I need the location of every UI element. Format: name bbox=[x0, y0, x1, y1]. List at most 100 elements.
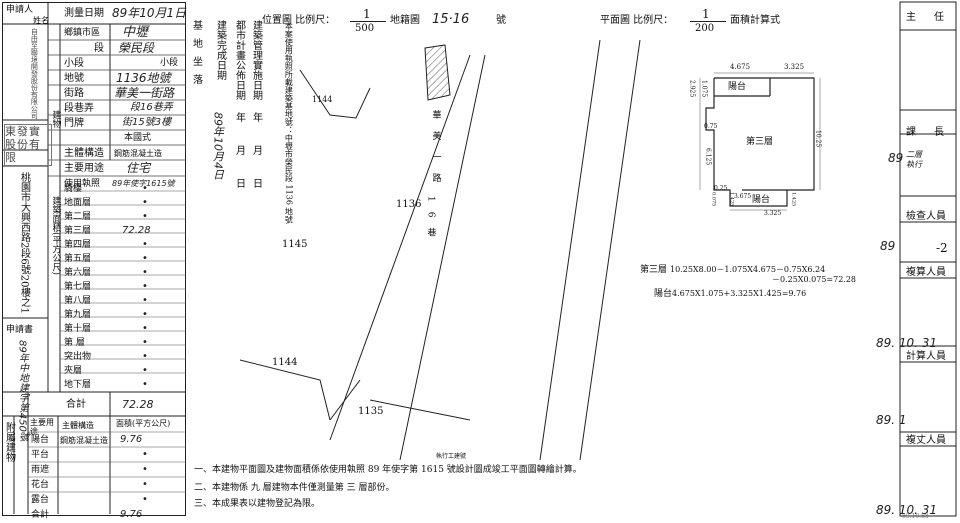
permit-date-label: 建築管理實施日期 bbox=[250, 20, 262, 100]
floor-name: 第四層 bbox=[64, 240, 92, 250]
floor-plan-label: 平面圖 比例尺： bbox=[600, 15, 674, 26]
floor-area-value: • bbox=[142, 253, 148, 264]
formula-floor: 10.25X8.00－1.075X4.675－0.75X6.24 bbox=[670, 265, 826, 274]
lot-description: 本案使用執照所載建築基地號：中壢市榮民段 1136 地號 bbox=[284, 22, 294, 224]
attached-header-area: 面積(平方公尺) bbox=[116, 419, 171, 428]
road-boundary-left bbox=[299, 69, 371, 119]
left-table-grid bbox=[2, 2, 186, 514]
balcony-top-label: 陽台 bbox=[728, 82, 747, 92]
area-calc-label: 面積計算式 bbox=[730, 15, 780, 26]
number-value: 街15號3樓 bbox=[122, 117, 172, 128]
room-third-floor: 第三層 bbox=[746, 137, 774, 147]
attached-row-value: • bbox=[142, 494, 148, 505]
floor-name: 第三層 bbox=[64, 226, 92, 236]
floor-area-value: • bbox=[142, 183, 148, 194]
floor-name: 地面層 bbox=[64, 198, 92, 208]
base-location-label: 基地坐落 bbox=[190, 20, 202, 92]
floor-name: 夾層 bbox=[64, 366, 83, 376]
lot-boundary-1135 bbox=[329, 379, 361, 421]
attached-row-value: • bbox=[142, 479, 148, 490]
total-value: 72.28 bbox=[122, 398, 154, 411]
owner-name: 自由至聯境開發股份有限公司 bbox=[30, 28, 39, 119]
floor-area-value: • bbox=[142, 239, 148, 250]
formula-floor-label: 第三層 bbox=[640, 265, 668, 275]
office-label: 鄉鎮市區 bbox=[64, 28, 101, 38]
floor-name: 第七層 bbox=[64, 282, 92, 292]
floor-name: 第八層 bbox=[64, 296, 92, 306]
lot-1135: 1135 bbox=[358, 406, 384, 417]
floor-name: 突出物 bbox=[64, 352, 92, 362]
dim-075: 0.75 bbox=[704, 123, 718, 130]
building-type: 本國式 bbox=[124, 133, 152, 143]
subsection-label: 小段 bbox=[64, 58, 84, 69]
dim-3325-top: 3.325 bbox=[784, 63, 805, 71]
floor-area-value: • bbox=[142, 211, 148, 222]
floor-area-value: • bbox=[142, 281, 148, 292]
floor-area-value: • bbox=[142, 379, 148, 390]
lot-1144-top: 1144 bbox=[312, 95, 333, 104]
lot-value: 1136地號 bbox=[116, 71, 171, 85]
street-name: 華美一路 bbox=[430, 110, 441, 194]
dim-0075: 0.075 bbox=[710, 192, 717, 207]
attached-row-structure: 鋼筋混凝土造 bbox=[60, 436, 108, 445]
floor-scale-den: 200 bbox=[695, 23, 715, 34]
floor-name: 第 層 bbox=[64, 338, 85, 348]
use-label: 主要用途 bbox=[64, 163, 104, 174]
section-chief-label: 課長 bbox=[906, 127, 960, 138]
street-value: 華美一街路 bbox=[114, 86, 175, 100]
application-label: 申請書 bbox=[6, 325, 34, 335]
location-map-label: 位置圖 比例尺： bbox=[262, 15, 336, 26]
survey-date-value: 89年10月1日 bbox=[112, 6, 187, 20]
floor-scale-bar bbox=[690, 21, 726, 22]
dim-2925: 2.925 bbox=[688, 80, 696, 98]
dim-6125: 6.125 bbox=[704, 148, 712, 166]
attached-building-label: 附屬建物 bbox=[3, 422, 15, 462]
number-label: 門牌 bbox=[64, 118, 84, 129]
date-3: 89. 10. 31 bbox=[876, 336, 938, 350]
floor-area-value: • bbox=[142, 365, 148, 376]
resurveyor-label: 複丈人員 bbox=[906, 435, 946, 446]
dim-1075: 1.075 bbox=[700, 80, 708, 98]
subsection-value: 小段 bbox=[160, 58, 179, 68]
name-label: 姓名 bbox=[33, 16, 49, 25]
area-column-label: 建築面積(平方公尺) bbox=[50, 196, 61, 276]
balcony-bottom-label: 陽台 bbox=[752, 195, 771, 205]
date-1: 89 bbox=[888, 151, 904, 165]
permit-label: 使用執照 bbox=[64, 179, 101, 189]
floor-name: 第十層 bbox=[64, 324, 92, 334]
cadastral-sheet-label: 地籍圖 bbox=[390, 15, 420, 26]
attached-row-name: 花台 bbox=[31, 480, 50, 490]
location-scale-num: 1 bbox=[363, 7, 371, 21]
location-scale-bar bbox=[350, 21, 386, 22]
dim-025: 0.25 bbox=[714, 185, 728, 192]
note-small: 執行工建號 bbox=[436, 453, 467, 460]
attached-row-value: 9.76 bbox=[120, 434, 143, 445]
note-1: 一、本建物平面圖及建物面積係依使用執照 89 年使字第 1615 號設計圖成竣工… bbox=[194, 465, 582, 475]
structure-label: 主體構造 bbox=[64, 148, 104, 159]
lot-1144-bottom: 1144 bbox=[272, 357, 298, 368]
cadastral-sheet-suffix: 號 bbox=[496, 15, 506, 26]
attached-row-value: • bbox=[142, 464, 148, 475]
floor-name: 第二層 bbox=[64, 212, 92, 222]
use-value: 住宅 bbox=[126, 161, 151, 175]
lane-name: 16巷 bbox=[425, 196, 436, 247]
handwritten-complete-date: 89年10月4日 bbox=[211, 112, 225, 180]
complete-date-label: 建築完成日期 bbox=[214, 20, 226, 80]
cadastral-sheet-value: 15·16 bbox=[432, 12, 470, 27]
note-3: 三、本成果表以建物登記為限。 bbox=[194, 499, 321, 509]
street-label: 街路 bbox=[64, 88, 84, 99]
date-ymd-1: 年 月 日 bbox=[250, 112, 262, 199]
road-line-3 bbox=[539, 39, 601, 461]
floor-name: 第九層 bbox=[64, 310, 92, 320]
floor-scale-num: 1 bbox=[702, 7, 710, 21]
floor-name: 第五層 bbox=[64, 254, 92, 264]
plan-date-label: 都市計畫公佈日期 bbox=[233, 20, 245, 100]
side-mark: -2 bbox=[936, 241, 948, 255]
lot-boundary-lower bbox=[369, 399, 471, 421]
floor-area-value: • bbox=[142, 323, 148, 334]
dim-1425-right: 1.425 bbox=[790, 192, 797, 207]
lot-1145: 1145 bbox=[282, 239, 308, 250]
permit-value: 89年使字1615號 bbox=[112, 179, 175, 188]
attached-header-structure: 主體構造 bbox=[62, 421, 94, 430]
